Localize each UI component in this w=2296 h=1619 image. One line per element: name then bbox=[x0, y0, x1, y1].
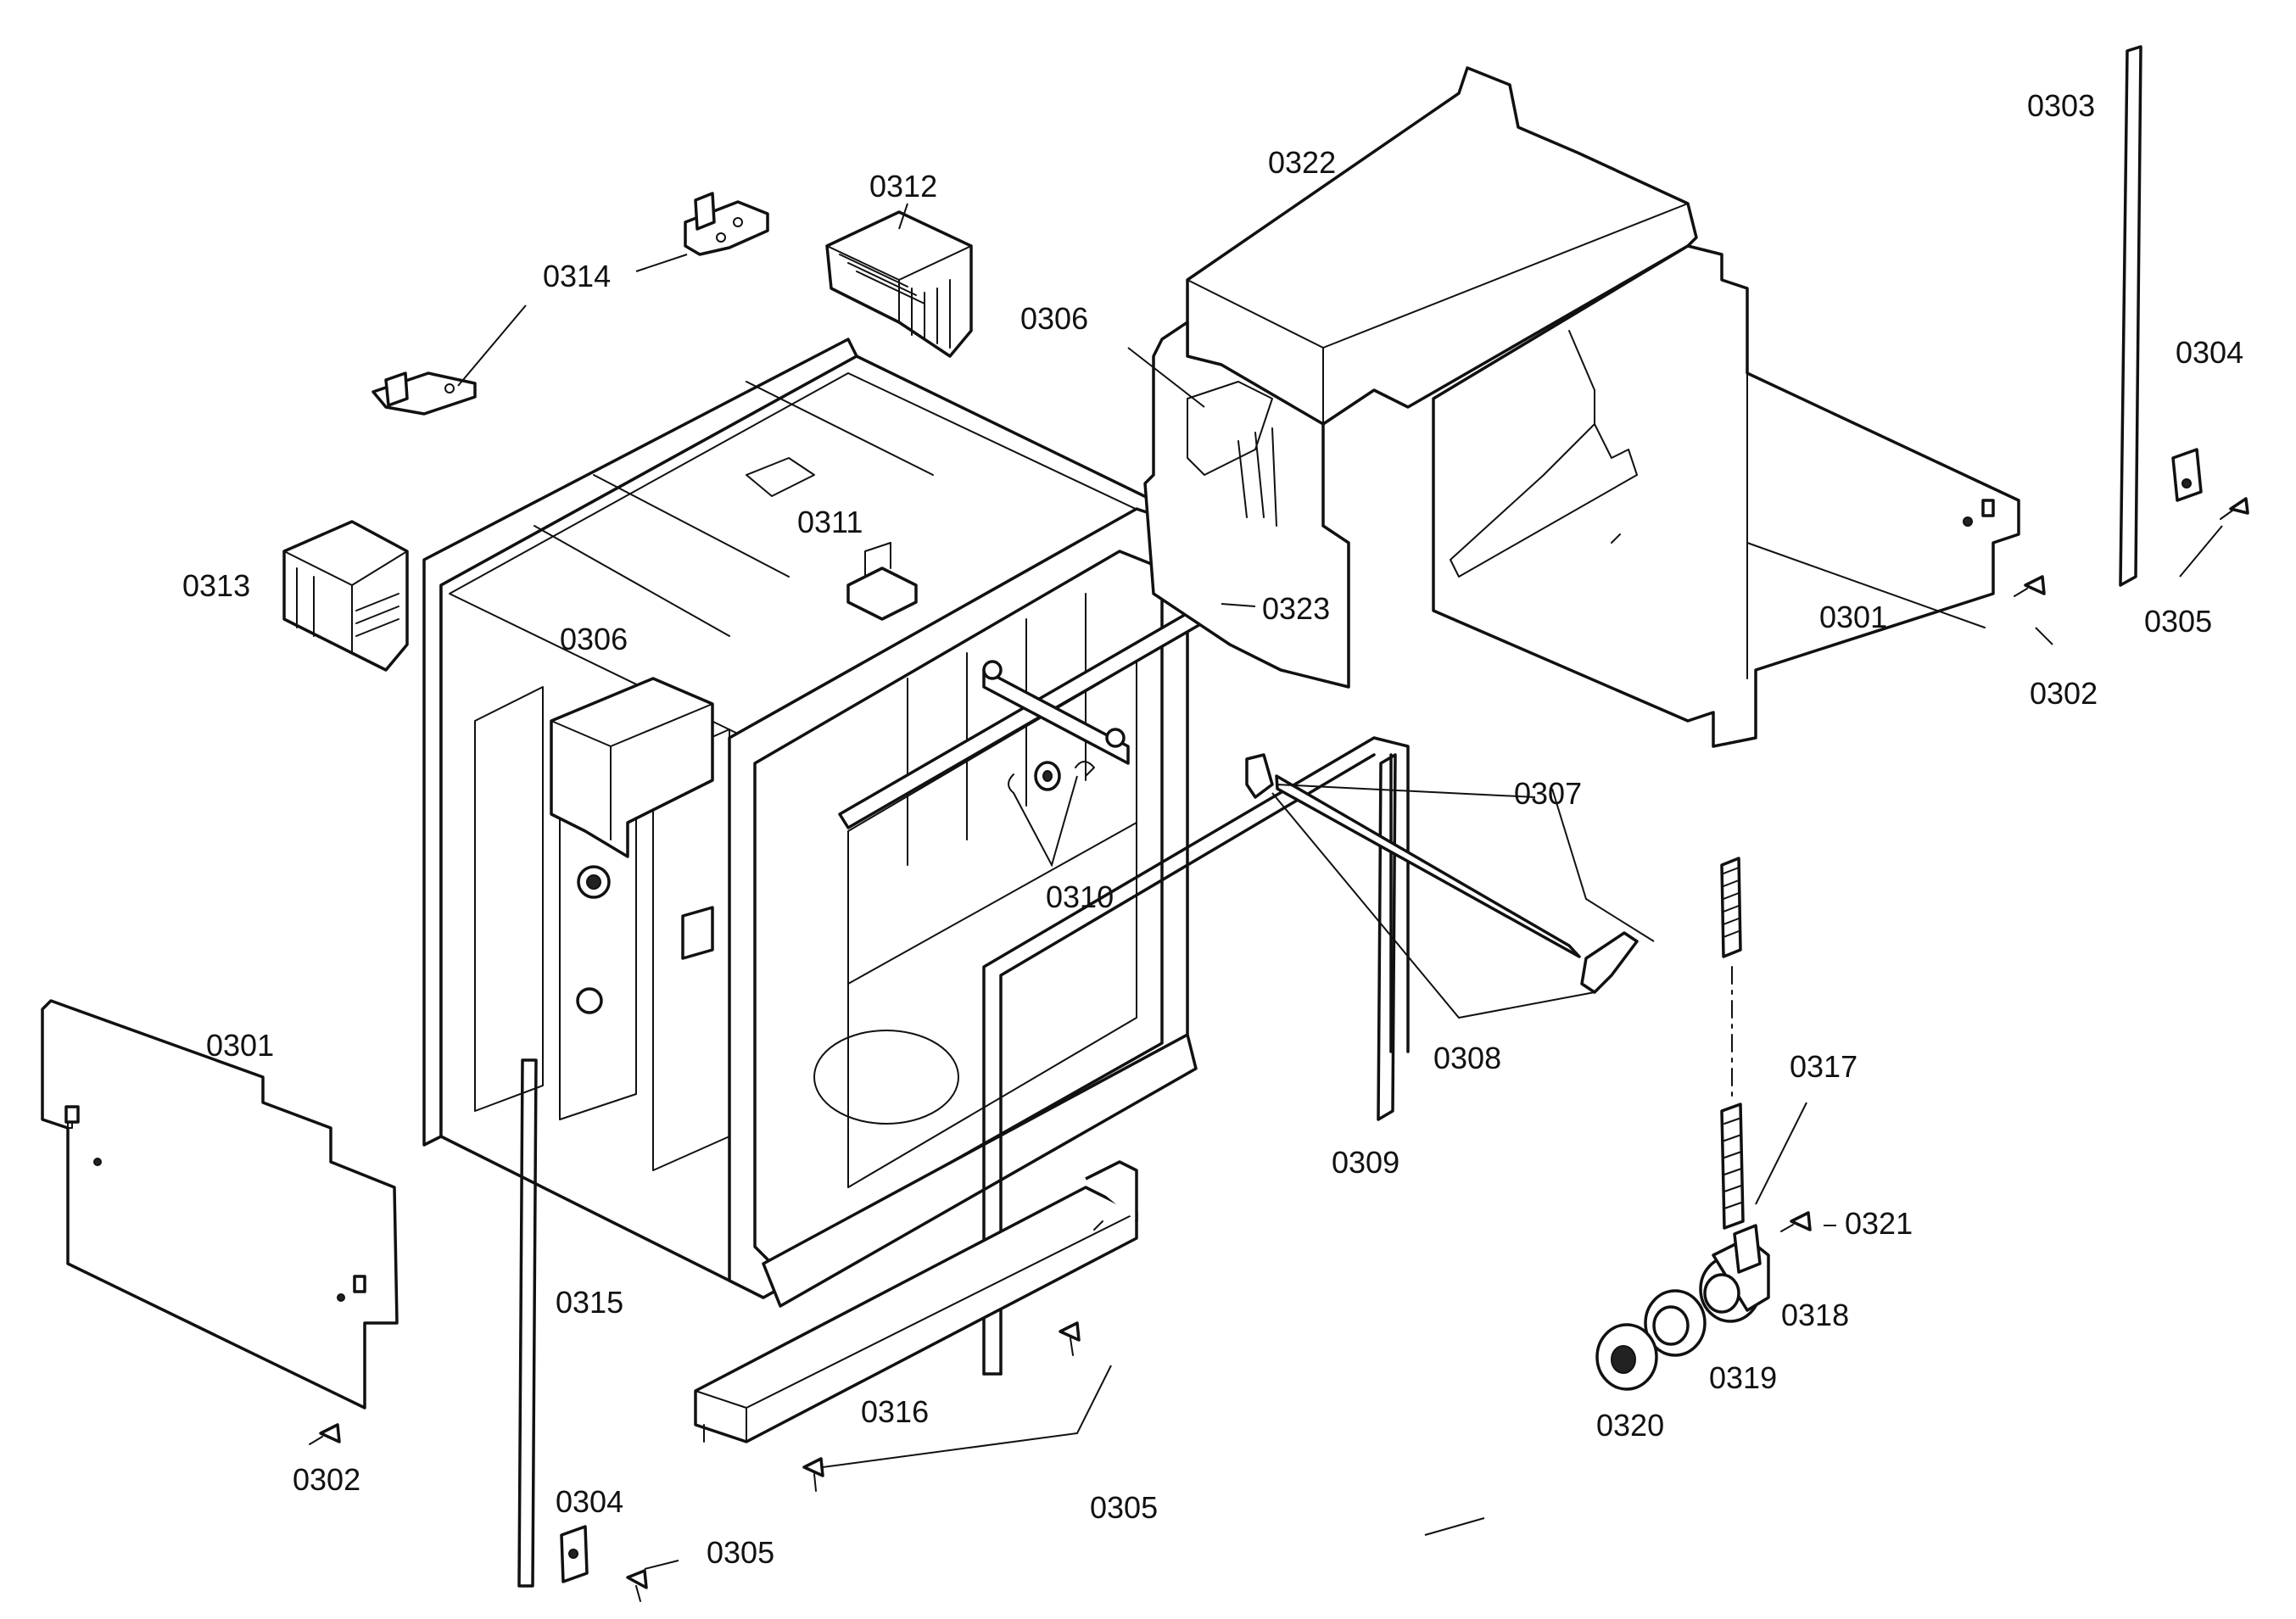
part-0311 bbox=[846, 542, 918, 621]
callout-labels: 0314 0312 0322 0306 0303 0304 0305 0302 … bbox=[182, 88, 2243, 1570]
label-0305-mid: 0305 bbox=[1090, 1490, 1158, 1525]
hinge-assembly-0312 bbox=[825, 210, 973, 358]
clip-0304-left bbox=[560, 1525, 589, 1583]
nut-0320 bbox=[1595, 1323, 1658, 1391]
label-0312: 0312 bbox=[869, 169, 937, 204]
label-0318: 0318 bbox=[1781, 1298, 1849, 1332]
bracket-0314-lower bbox=[371, 371, 477, 416]
label-0321: 0321 bbox=[1845, 1206, 1913, 1241]
label-0311: 0311 bbox=[797, 505, 863, 539]
label-0304-right: 0304 bbox=[2176, 335, 2243, 370]
label-0303: 0303 bbox=[2027, 88, 2095, 123]
side-panel-0301-left bbox=[41, 999, 399, 1410]
crossbar-0323 bbox=[838, 592, 1232, 829]
seal-strip-0309 bbox=[1377, 753, 1397, 1121]
screw-0302-right bbox=[2014, 575, 2046, 597]
label-0302-right: 0302 bbox=[2030, 676, 2098, 711]
ring-0319 bbox=[1644, 1289, 1707, 1357]
screw-0302-left bbox=[309, 1423, 341, 1445]
hinge-assembly-0313 bbox=[282, 520, 409, 672]
label-0314: 0314 bbox=[543, 259, 611, 293]
label-0315: 0315 bbox=[556, 1285, 623, 1320]
label-0322: 0322 bbox=[1268, 145, 1336, 180]
label-0306-left: 0306 bbox=[560, 622, 628, 656]
bracket-0306-left bbox=[550, 677, 714, 858]
label-0308: 0308 bbox=[1433, 1041, 1501, 1075]
screw-0305-mid bbox=[802, 1321, 1081, 1492]
clip-0304-right bbox=[2171, 448, 2203, 502]
clips-0310 bbox=[1008, 761, 1095, 794]
label-0306-top: 0306 bbox=[1020, 301, 1088, 336]
bracket-0314-upper bbox=[684, 192, 769, 256]
screw-0321 bbox=[1780, 1211, 1812, 1232]
label-0320: 0320 bbox=[1596, 1408, 1664, 1443]
label-0316: 0316 bbox=[861, 1394, 929, 1429]
label-0323: 0323 bbox=[1262, 591, 1330, 626]
label-0305-left: 0305 bbox=[707, 1535, 774, 1570]
label-0304-left: 0304 bbox=[556, 1484, 623, 1519]
label-0302-left: 0302 bbox=[293, 1462, 360, 1497]
label-0319: 0319 bbox=[1709, 1360, 1777, 1395]
label-0313: 0313 bbox=[182, 568, 250, 603]
insulation-0322 bbox=[1143, 66, 1698, 689]
label-0301-left: 0301 bbox=[206, 1028, 274, 1063]
hose-0317 bbox=[1720, 857, 1745, 1230]
label-0317: 0317 bbox=[1790, 1049, 1857, 1084]
label-0307: 0307 bbox=[1514, 776, 1582, 811]
strip-0303 bbox=[2119, 45, 2142, 587]
label-0305-right: 0305 bbox=[2144, 604, 2212, 639]
label-0310: 0310 bbox=[1046, 879, 1114, 914]
seal-strip-0315 bbox=[517, 1058, 538, 1588]
leader-lines bbox=[457, 203, 2223, 1570]
rail-0316 bbox=[694, 1160, 1138, 1443]
label-0309: 0309 bbox=[1332, 1145, 1399, 1180]
screw-0305-right bbox=[2220, 497, 2249, 520]
side-panel-0301-right bbox=[1432, 244, 2020, 748]
label-0301-right: 0301 bbox=[1819, 600, 1887, 634]
valve-0318 bbox=[1699, 1224, 1770, 1323]
screw-0305-left bbox=[626, 1569, 648, 1602]
tub-body bbox=[422, 338, 1198, 1308]
